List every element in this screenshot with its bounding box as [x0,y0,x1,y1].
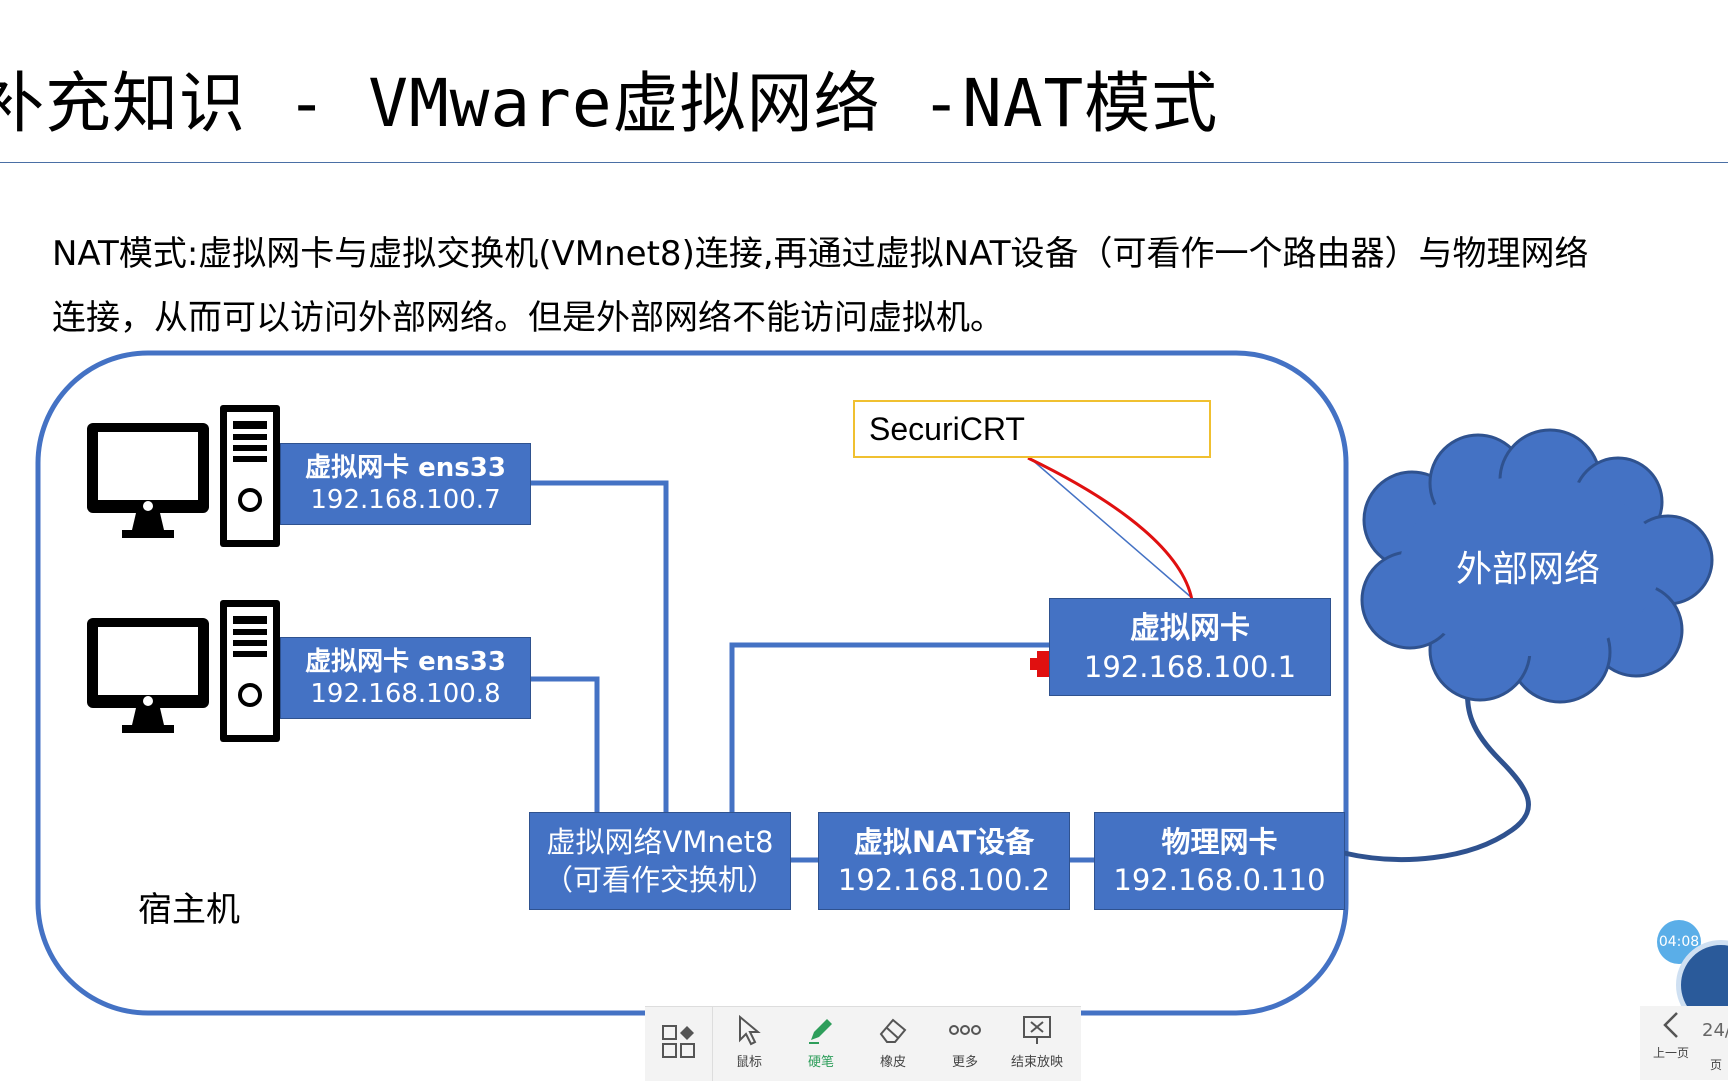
host-vnic-name: 虚拟网卡 [1130,611,1250,646]
vm2-nic-ip: 192.168.100.8 [310,679,501,709]
description-line-1: NAT模式:虚拟网卡与虚拟交换机(VMnet8)连接,再通过虚拟NAT设备（可看… [52,234,1589,274]
physical-nic-ip: 192.168.0.110 [1113,863,1326,897]
chevron-left-icon [1663,1012,1678,1038]
slide-description: NAT模式:虚拟网卡与虚拟交换机(VMnet8)连接,再通过虚拟NAT设备（可看… [52,222,1692,350]
slide-title: 补充知识 - VMware虚拟网络 -NAT模式 [0,65,1219,142]
toolbar-more-button[interactable]: 更多 [929,1007,1001,1081]
toolbar-end-show-button[interactable]: 结束放映 [1001,1007,1073,1081]
vm1-nic-ip: 192.168.100.7 [310,485,501,515]
nat-device-box: 虚拟NAT设备 192.168.100.2 [818,812,1070,910]
vm2-nic-box: 虚拟网卡 ens33 192.168.100.8 [280,637,531,719]
toolbar-pen-label: 硬笔 [807,1055,834,1070]
vmnet8-line2: （可看作交换机） [543,863,776,897]
end-show-icon [1021,1011,1053,1049]
description-line-2: 连接，从而可以访问外部网络。但是外部网络不能访问虚拟机。 [52,298,1004,338]
vm1-computer-icon [87,405,280,547]
host-vnic-box: 虚拟网卡 192.168.100.1 [1049,598,1331,696]
securicrt-annotation: SecuriCRT [853,400,1211,458]
toolbar-more-label: 更多 [951,1055,978,1070]
pen-icon [805,1011,837,1049]
toolbar-eraser-button[interactable]: 橡皮 [857,1007,929,1081]
physical-nic-box: 物理网卡 192.168.0.110 [1094,812,1345,910]
link-vm1-vmnet8 [530,480,669,812]
link-physical-cloud [1343,679,1531,862]
host-label: 宿主机 [138,890,240,930]
title-divider [0,162,1728,163]
physical-nic-name: 物理网卡 [1161,825,1278,859]
vmnet8-box: 虚拟网络VMnet8 （可看作交换机） [529,812,791,910]
more-icon [947,1011,983,1049]
vm2-computer-icon [87,600,280,742]
vm2-nic-name: 虚拟网卡 ens33 [305,647,506,677]
eraser-icon [877,1011,909,1049]
toolbar-cursor-label: 鼠标 [735,1055,762,1070]
layout-grid-icon [661,1011,697,1073]
external-network-label: 外部网络 [1455,549,1600,590]
toolbar-eraser-label: 橡皮 [879,1055,906,1070]
vm1-nic-box: 虚拟网卡 ens33 192.168.100.7 [280,443,531,525]
connection-lines [530,480,1095,863]
presentation-toolbar: 鼠标 硬笔 橡皮 更多 结束放映 [645,1006,1081,1081]
nat-device-name: 虚拟NAT设备 [853,825,1035,859]
page-navigation: 上一页 24/ 页 [1640,1006,1728,1080]
toolbar-end-show-label: 结束放映 [1010,1055,1063,1070]
link-vm2-vmnet8 [530,676,600,812]
next-page-label[interactable]: 页 [1710,1058,1723,1072]
vm1-nic-name: 虚拟网卡 ens33 [305,453,506,483]
toolbar-pen-button[interactable]: 硬笔 [785,1007,857,1081]
layout-button[interactable] [645,1007,713,1081]
host-vnic-ip: 192.168.100.1 [1083,650,1297,684]
cursor-icon [734,1011,764,1049]
prev-page-button[interactable]: 上一页 [1644,1010,1698,1061]
toolbar-cursor-button[interactable]: 鼠标 [713,1007,785,1081]
prev-page-label: 上一页 [1652,1046,1689,1060]
link-vmnet8-hostnic [729,642,1050,812]
external-network-cloud-icon [1360,428,1714,704]
nat-device-ip: 192.168.100.2 [837,863,1051,897]
annotation-thin-line [1029,457,1193,599]
page-indicator: 24/ [1702,1020,1728,1041]
vmnet8-line1: 虚拟网络VMnet8 [546,825,774,859]
